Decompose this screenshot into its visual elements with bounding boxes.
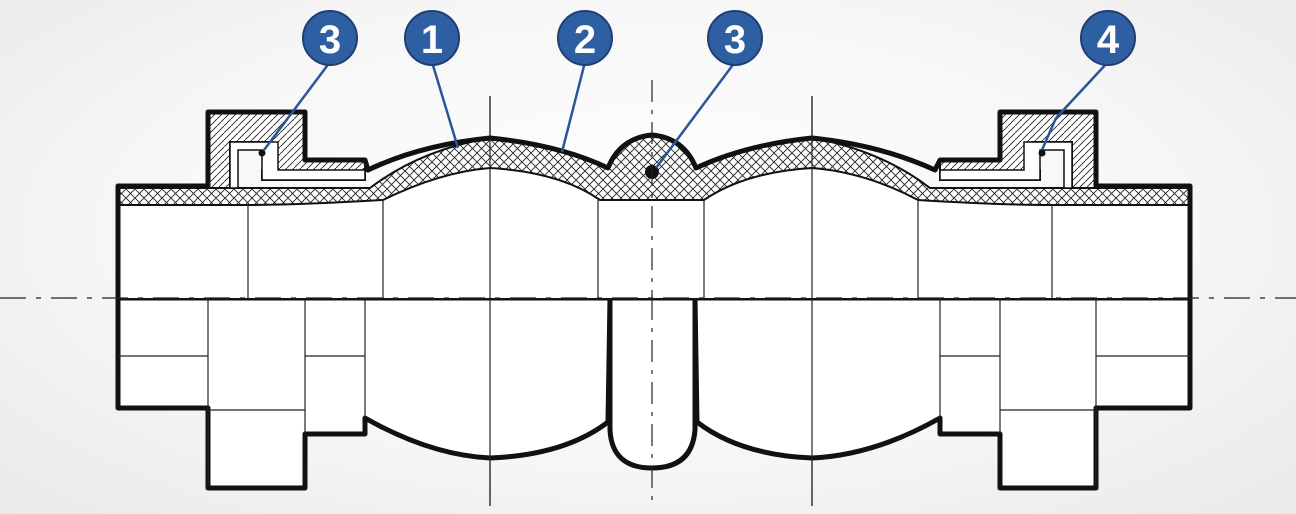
upper-detail-lines [247, 80, 1053, 298]
callout-5-label: 4 [1097, 18, 1120, 62]
left-bead-dot [258, 149, 266, 157]
callout-1-label: 3 [319, 18, 341, 62]
lower-body [115, 295, 1193, 491]
callout-4: 3 [707, 10, 763, 66]
callout-2-label: 1 [421, 18, 443, 62]
upper-body [115, 109, 1193, 298]
right-bead-dot [1038, 149, 1046, 157]
callout-3: 2 [557, 10, 613, 66]
lower-detail-lines [118, 298, 1190, 506]
callout-1: 3 [302, 10, 358, 66]
callout-4-label: 3 [724, 18, 746, 62]
callout-5: 4 [1080, 10, 1136, 66]
leader-lines [263, 61, 1109, 169]
callout-2: 1 [404, 10, 460, 66]
callout-3-label: 2 [574, 18, 596, 62]
